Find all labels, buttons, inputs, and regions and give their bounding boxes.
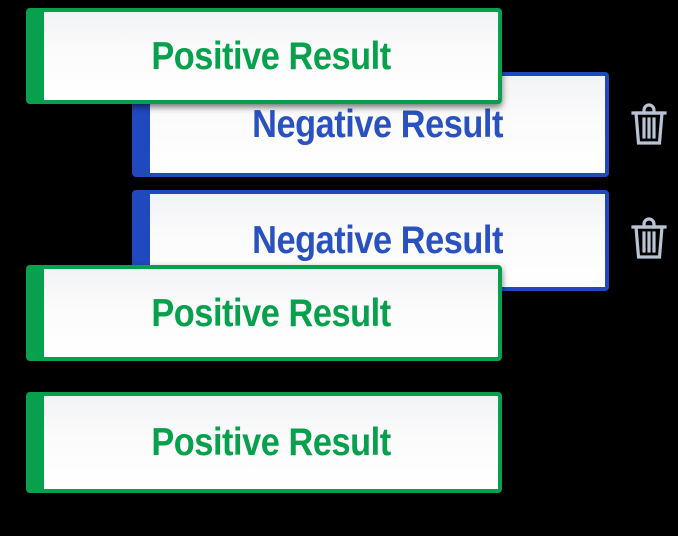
accent-bar-negative (136, 194, 150, 287)
card-body: Positive Result (44, 396, 498, 489)
card-body: Positive Result (44, 12, 498, 100)
trash-icon (628, 216, 670, 260)
result-card-positive-2[interactable]: Positive Result (26, 265, 502, 361)
result-label: Positive Result (151, 291, 391, 335)
result-card-positive-1[interactable]: Positive Result (26, 8, 502, 104)
card-body: Positive Result (44, 269, 498, 357)
accent-bar-positive (30, 269, 44, 357)
result-label: Positive Result (151, 421, 391, 464)
delete-button-negative-2[interactable] (626, 214, 672, 262)
accent-bar-positive (30, 396, 44, 489)
trash-icon (628, 102, 670, 146)
result-label: Negative Result (252, 219, 503, 262)
delete-button-negative-1[interactable] (626, 100, 672, 148)
accent-bar-positive (30, 12, 44, 100)
result-label: Negative Result (252, 103, 503, 146)
result-card-positive-3[interactable]: Positive Result (26, 392, 502, 493)
result-label: Positive Result (151, 34, 391, 78)
